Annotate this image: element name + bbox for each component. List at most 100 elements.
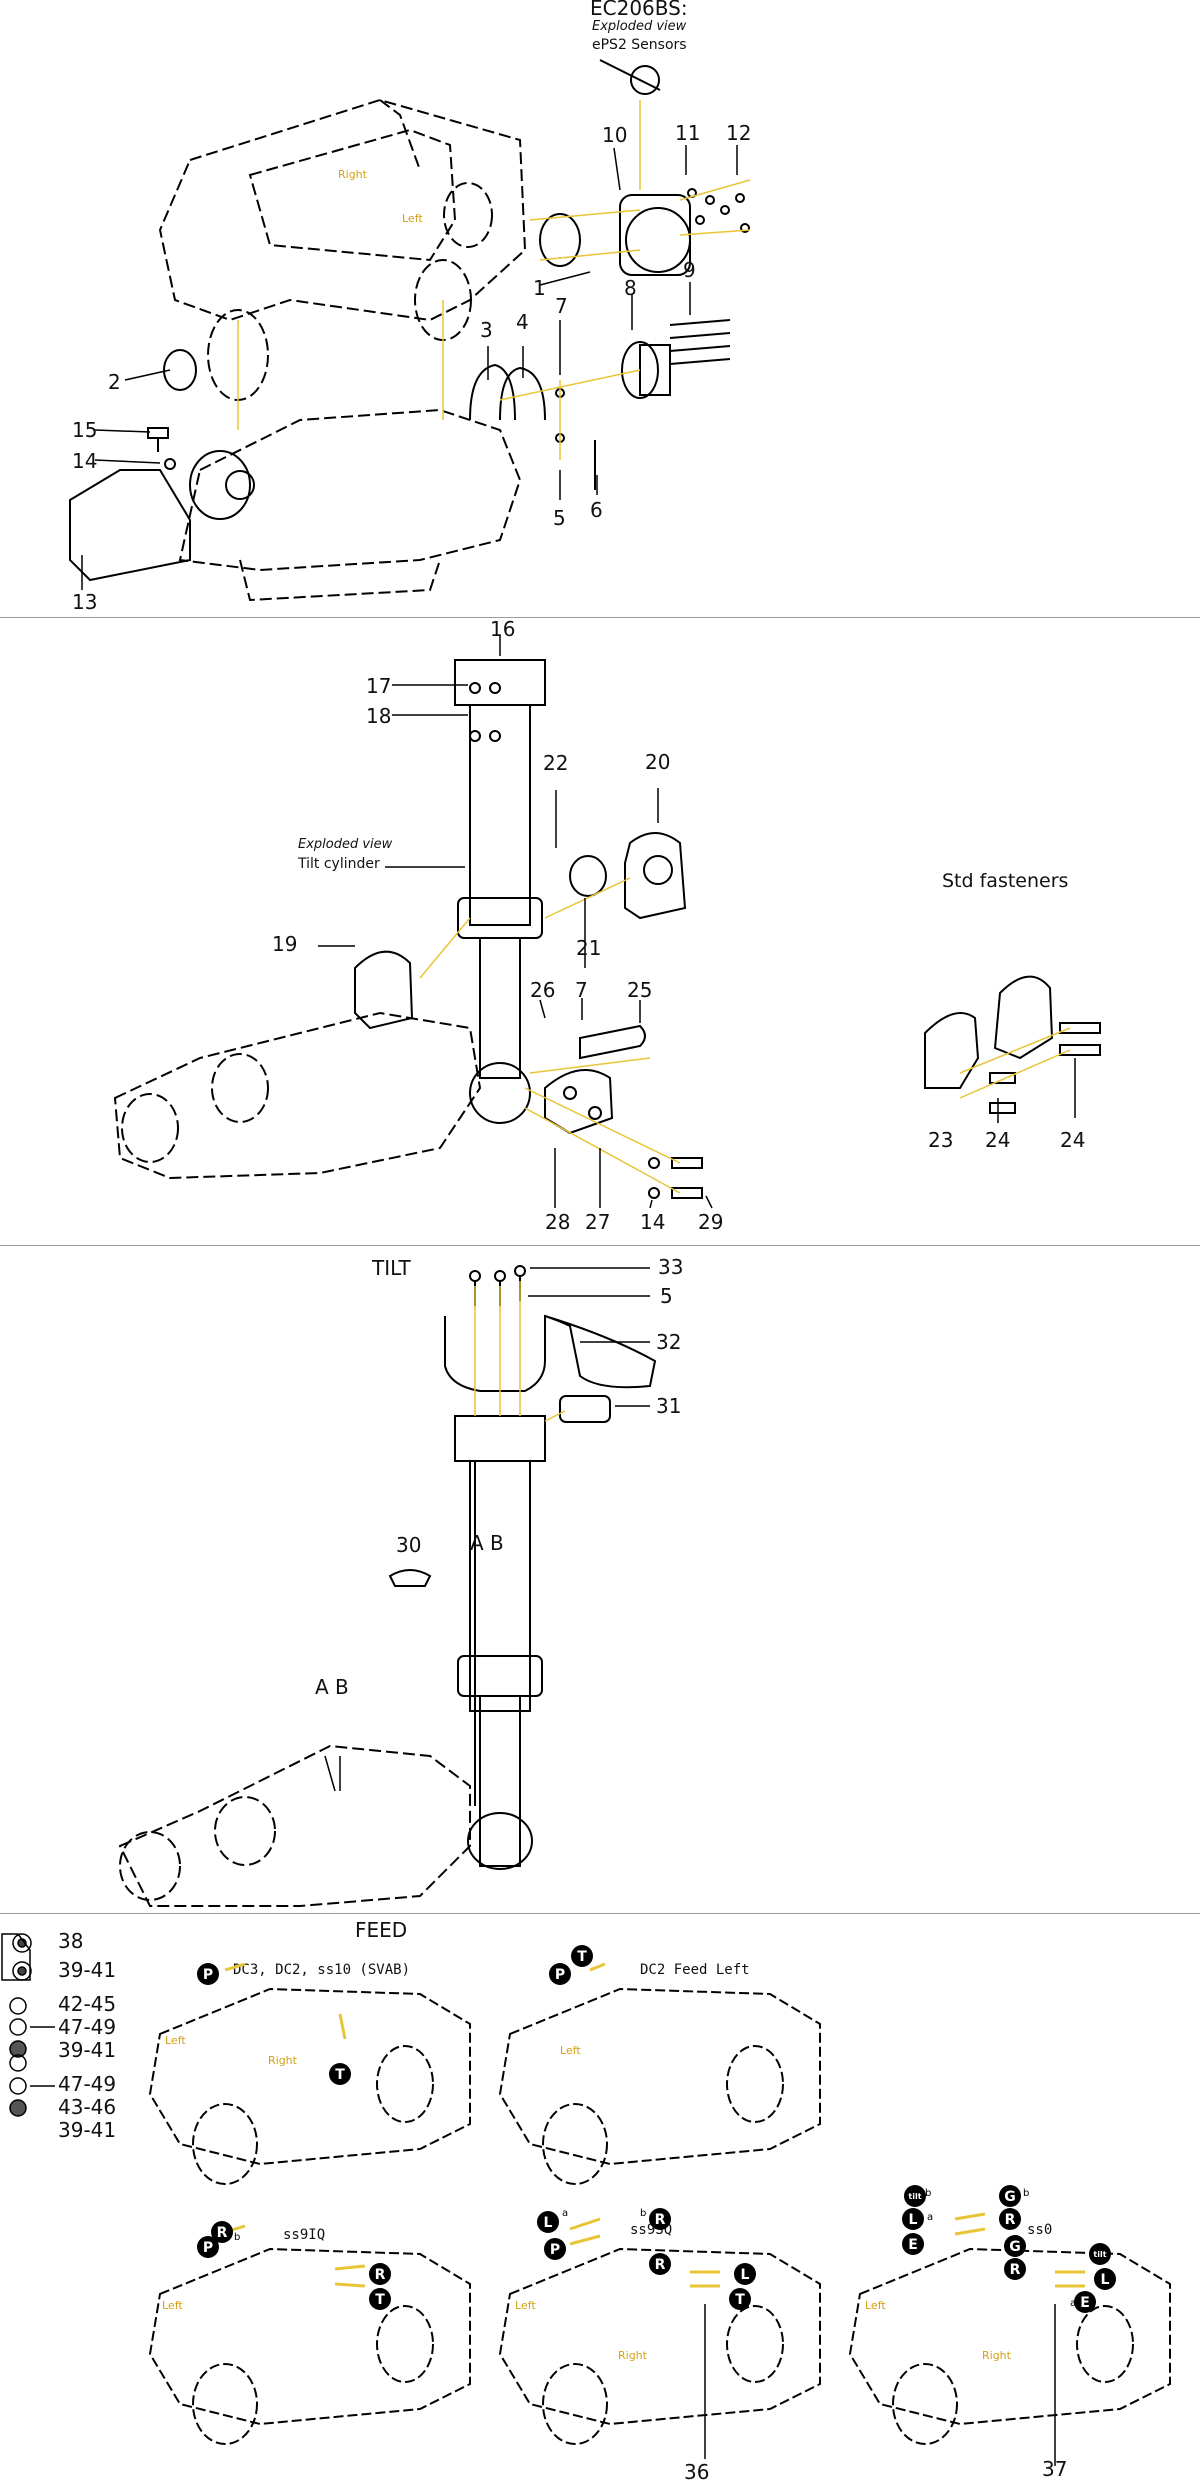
section-divider xyxy=(0,1913,1200,1914)
badge-e-v5: E xyxy=(902,2233,924,2255)
port-a-v4: a xyxy=(562,2208,568,2219)
svg-text:tilt: tilt xyxy=(1093,2250,1106,2259)
section-3-drawing xyxy=(118,1265,657,1907)
std-fasteners-label: Std fasteners xyxy=(942,870,1069,892)
part-29: 29 xyxy=(698,1210,724,1234)
part-15: 15 xyxy=(72,418,98,442)
part-21: 21 xyxy=(576,936,602,960)
view-2-caption: DC2 Feed Left xyxy=(640,1962,750,1978)
part-25: 25 xyxy=(627,978,653,1002)
view-1-caption: DC3, DC2, ss10 (SVAB) xyxy=(233,1962,411,1978)
port-b-v3: b xyxy=(234,2232,240,2243)
badge-l-v5b: L xyxy=(1094,2268,1116,2290)
part-7-b: 7 xyxy=(575,978,588,1002)
frame-label-right: Right xyxy=(338,168,368,181)
feed-title: FEED xyxy=(355,1918,408,1942)
part-1: 1 xyxy=(533,276,546,300)
svg-text:R: R xyxy=(375,2267,386,2283)
part-19: 19 xyxy=(272,932,298,956)
ports-upper: A B xyxy=(470,1531,504,1555)
part-22: 22 xyxy=(543,751,569,775)
badge-r-v4: R xyxy=(649,2208,671,2230)
svg-text:T: T xyxy=(335,2067,345,2083)
badge-t-v4: T xyxy=(729,2288,751,2310)
svg-text:P: P xyxy=(203,2240,213,2256)
view-3-caption: ss9IQ xyxy=(283,2227,326,2243)
part-13: 13 xyxy=(72,590,98,614)
v1-right: Right xyxy=(268,2054,298,2067)
tilt-title: TILT xyxy=(372,1256,411,1280)
svg-text:T: T xyxy=(735,2292,745,2308)
part-8: 8 xyxy=(624,276,637,300)
part-26: 26 xyxy=(530,978,556,1002)
badge-p-v1: P xyxy=(197,1963,219,1985)
sensor-label: ePS2 Sensors xyxy=(592,37,687,53)
v4-left: Left xyxy=(515,2299,536,2312)
port-b-v4: b xyxy=(640,2208,646,2219)
part-16: 16 xyxy=(490,617,516,641)
svg-text:R: R xyxy=(1010,2262,1021,2278)
v4-right: Right xyxy=(618,2349,648,2362)
part-23: 23 xyxy=(928,1128,954,1152)
svg-text:T: T xyxy=(577,1949,587,1965)
svg-text:L: L xyxy=(544,2215,553,2231)
part-30: 30 xyxy=(396,1533,422,1557)
part-24-b: 24 xyxy=(1060,1128,1086,1152)
badge-r-v5: R xyxy=(999,2208,1021,2230)
legend-47-49-b: 47-49 xyxy=(58,2072,117,2096)
legend-39-41-a: 39-41 xyxy=(58,1958,117,1982)
part-17: 17 xyxy=(366,674,392,698)
part-28: 28 xyxy=(545,1210,571,1234)
port-b-v5b: b xyxy=(1023,2188,1029,2199)
badge-l-v4: L xyxy=(537,2211,559,2233)
port-a-v5: a xyxy=(927,2212,933,2223)
badge-l-v4b: L xyxy=(734,2263,756,2285)
part-18: 18 xyxy=(366,704,392,728)
legend-47-49-a: 47-49 xyxy=(58,2015,117,2039)
part-32: 32 xyxy=(656,1330,682,1354)
frame-label-left: Left xyxy=(402,212,423,225)
v3-left: Left xyxy=(162,2299,183,2312)
exploded-view-label: Exploded view xyxy=(592,19,687,34)
svg-text:G: G xyxy=(1009,2239,1021,2255)
section-4-drawing: Right Left Left Left Left Right Left Rig… xyxy=(1,1933,1171,2466)
badge-e-v5b: E xyxy=(1074,2291,1096,2313)
part-31: 31 xyxy=(656,1394,682,1418)
part-11: 11 xyxy=(675,121,701,145)
legend-43-46: 43-46 xyxy=(58,2095,117,2119)
svg-text:G: G xyxy=(1004,2189,1016,2205)
part-27: 27 xyxy=(585,1210,611,1234)
svg-text:R: R xyxy=(1005,2212,1016,2228)
badge-g-v5b: G xyxy=(1004,2235,1026,2257)
legend-39-41-c: 39-41 xyxy=(58,2118,117,2142)
svg-text:P: P xyxy=(555,1967,565,1983)
badge-r-v3b: R xyxy=(369,2263,391,2285)
svg-text:T: T xyxy=(375,2292,385,2308)
svg-text:P: P xyxy=(203,1967,213,1983)
svg-text:P: P xyxy=(550,2242,560,2258)
badge-t-v3: T xyxy=(369,2288,391,2310)
badge-p-v3: P xyxy=(197,2236,219,2258)
part-5-b: 5 xyxy=(660,1284,673,1308)
port-b-v5: b xyxy=(925,2188,931,2199)
section-divider xyxy=(0,617,1200,618)
v1-left: Left xyxy=(165,2034,186,2047)
svg-text:R: R xyxy=(655,2212,666,2228)
badge-t-v1: T xyxy=(329,2063,351,2085)
part-33: 33 xyxy=(658,1255,684,1279)
badge-l-v5: L xyxy=(902,2208,924,2230)
part-7: 7 xyxy=(555,294,568,318)
v2-left: Left xyxy=(560,2044,581,2057)
badge-r-v3: R xyxy=(211,2221,233,2243)
badge-p-v2: P xyxy=(549,1963,571,1985)
badge-t-v2: T xyxy=(571,1945,593,1967)
exploded-view-label-2: Exploded view xyxy=(298,837,393,852)
badge-tilt-v5b: tilt xyxy=(1089,2243,1111,2265)
tilt-cylinder-label: Tilt cylinder xyxy=(298,856,380,872)
svg-text:tilt: tilt xyxy=(908,2192,921,2201)
section-2-drawing xyxy=(113,636,1101,1209)
part-14: 14 xyxy=(72,449,98,473)
badge-r-v5b: R xyxy=(1004,2258,1026,2280)
part-5: 5 xyxy=(553,506,566,530)
part-6: 6 xyxy=(590,498,603,522)
